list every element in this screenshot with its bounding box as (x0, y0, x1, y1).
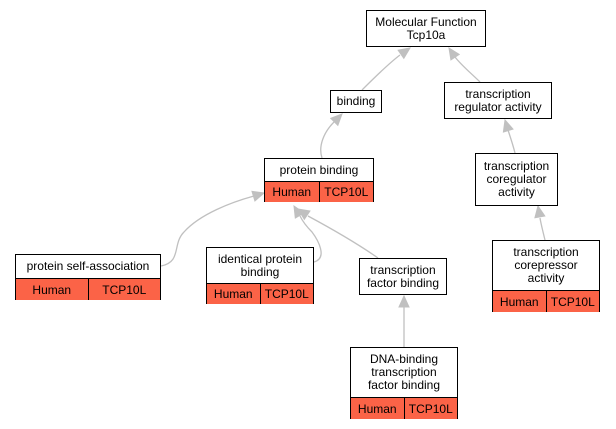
arrowhead-tr_corep-to-tr_coreg (534, 204, 546, 219)
gene-cell: TCP10L (403, 398, 458, 419)
edge-protein_binding-to-binding (320, 121, 335, 159)
arrowhead-self_assoc-to-protein_binding (251, 190, 266, 202)
edge-tr_activity-to-mf_root (454, 56, 481, 83)
species-cell: Human (213, 287, 253, 301)
gene-cell: TCP10L (259, 284, 314, 304)
gene-cell: TCP10L (87, 279, 161, 300)
gene-cell: TCP10L (318, 182, 374, 202)
annotation-row: Human TCP10L (16, 278, 160, 300)
node-protein-binding[interactable]: protein binding Human TCP10L (264, 158, 374, 202)
edge-binding-to-mf_root (361, 54, 401, 91)
node-title: binding (336, 94, 376, 108)
arrowhead-dna_binding-to-tf_binding (398, 294, 410, 308)
node-title: protein self-association (26, 259, 150, 273)
arrowhead-tr_activity-to-mf_root (448, 46, 461, 61)
node-binding[interactable]: binding (330, 90, 382, 113)
edge-layer (160, 46, 546, 347)
annotation-row: Human TCP10L (207, 283, 313, 304)
species-cell: Human (272, 185, 312, 199)
gene-cell: TCP10L (545, 291, 600, 312)
species-cell: Human (499, 294, 539, 309)
node-title: protein binding (279, 162, 359, 177)
annotation-row: Human TCP10L (493, 290, 599, 312)
node-protein-self-association[interactable]: protein self-association Human TCP10L (15, 254, 161, 300)
edge-identical-to-protein_binding (299, 215, 322, 263)
species-cell: Human (32, 282, 72, 297)
arrowhead-tf_binding-to-protein_binding (296, 208, 311, 221)
arrowhead-protein_binding-to-binding (329, 113, 343, 127)
annotation-row: Human TCP10L (265, 181, 373, 202)
arrowhead-tr_coreg-to-tr_activity (502, 118, 514, 133)
arrowhead-binding-to-mf_root (397, 47, 411, 60)
species-cell: Human (357, 401, 397, 416)
edge-tf_binding-to-protein_binding (307, 215, 379, 259)
edge-self_assoc-to-protein_binding (160, 195, 255, 267)
annotation-row: Human TCP10L (351, 397, 457, 419)
edge-tr_corep-to-tr_coreg (539, 217, 546, 241)
edge-tr_coreg-to-tr_activity (507, 129, 516, 154)
